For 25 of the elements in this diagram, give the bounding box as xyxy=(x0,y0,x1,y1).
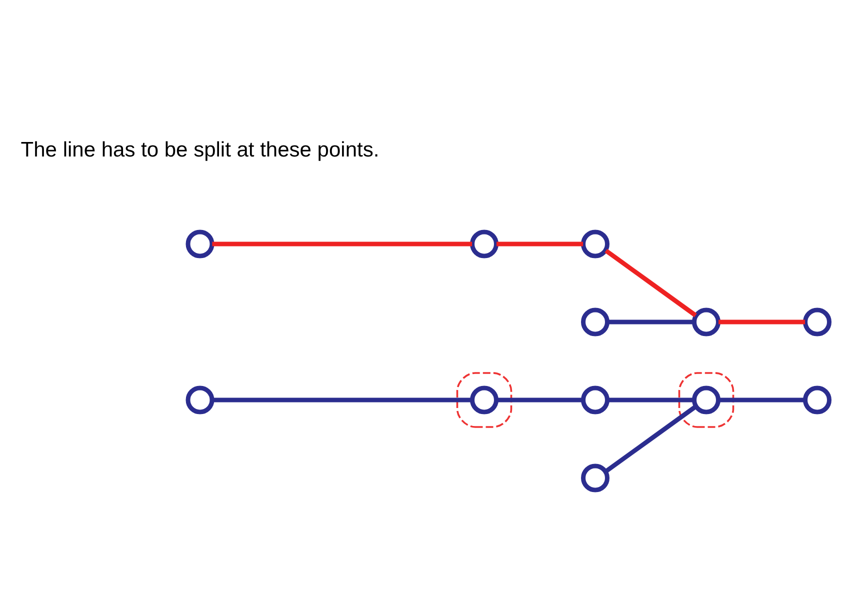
connector xyxy=(212,242,472,246)
connector xyxy=(604,248,697,318)
connector xyxy=(718,398,806,402)
node-circle xyxy=(470,230,498,258)
connector xyxy=(608,398,694,402)
node-circle xyxy=(692,308,720,336)
connector xyxy=(608,320,694,324)
node-circle xyxy=(803,308,832,336)
node-circle xyxy=(581,386,610,414)
node-circle xyxy=(186,230,214,258)
node-circle xyxy=(692,386,720,414)
node-circle xyxy=(581,308,610,336)
node-circle xyxy=(581,230,610,258)
connector xyxy=(212,398,472,402)
node-circle xyxy=(186,386,214,414)
connector xyxy=(604,404,697,474)
connector xyxy=(718,320,806,324)
node-circle xyxy=(803,386,832,414)
node-circle xyxy=(581,464,610,492)
label: The line has to be split at these points. xyxy=(20,138,380,162)
connector xyxy=(496,398,584,402)
cluster xyxy=(456,372,512,428)
connector xyxy=(496,242,584,246)
node-circle xyxy=(470,386,498,414)
cluster xyxy=(678,372,734,428)
